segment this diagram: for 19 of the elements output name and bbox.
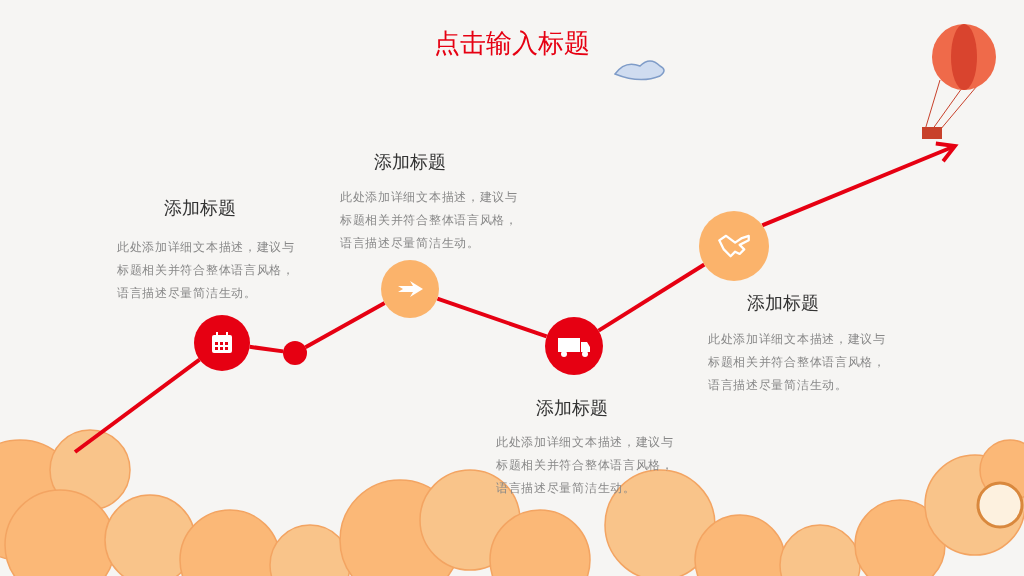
line [597, 262, 706, 333]
heading: 添加标题 [373, 150, 447, 174]
description: 此处添加详细文本描述，建议与标题相关并符合整体语言风格，语言描述尽量简洁生动。 [496, 434, 675, 497]
line [73, 358, 201, 454]
description: 此处添加详细文本描述，建议与标题相关并符合整体语言风格，语言描述尽量简洁生动。 [340, 189, 519, 252]
heading: 添加标题 [746, 291, 820, 315]
line [436, 296, 548, 339]
arrow [761, 141, 957, 228]
title: 点击输入标题 [433, 27, 591, 60]
heading: 添加标题 [535, 396, 609, 420]
line [304, 301, 386, 349]
icon-circle [381, 260, 439, 318]
description: 此处添加详细文本描述，建议与标题相关并符合整体语言风格，语言描述尽量简洁生动。 [708, 331, 887, 394]
dot [283, 341, 307, 365]
icon-circle [194, 315, 250, 371]
description: 此处添加详细文本描述，建议与标题相关并符合整体语言风格，语言描述尽量简洁生动。 [117, 239, 296, 302]
icon-circle [545, 317, 603, 375]
heading: 添加标题 [163, 196, 237, 220]
line [249, 344, 284, 354]
